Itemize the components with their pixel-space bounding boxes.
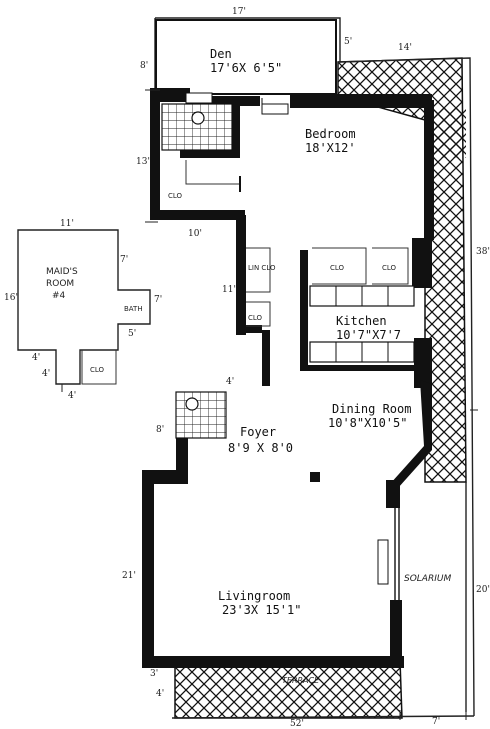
dim-maid-5: 5' — [128, 329, 136, 339]
dim-top-14: 14' — [398, 43, 412, 53]
den-dims: 17'6X 6'5" — [210, 61, 282, 75]
dim-foyer-4: 4' — [226, 377, 234, 387]
foyer: Foyer 8'9 X 8'0 — [228, 425, 320, 482]
lin-clo: LIN CLO — [248, 264, 276, 272]
clo-bedroom: CLO — [168, 192, 183, 200]
terrace-hatch-corner — [430, 108, 466, 158]
dim-foyer-8: 8' — [156, 425, 164, 435]
dim-maid-16: 16' — [4, 293, 18, 303]
maids-room-line3: #4 — [52, 291, 66, 301]
living-room: Livingroom 23'3X 15'1" — [218, 589, 301, 617]
dining-name: Dining Room — [332, 402, 411, 416]
living-dims: 23'3X 15'1" — [222, 603, 301, 617]
terrace-name: TERRACE — [282, 676, 320, 685]
hall-closets: LIN CLO CLO — [246, 247, 276, 327]
living-name: Livingroom — [218, 589, 290, 603]
clo-kitchen-2: CLO — [382, 264, 397, 272]
solarium-name: SOLARIUM — [404, 574, 451, 584]
den-name: Den — [210, 47, 232, 61]
clo-hall: CLO — [248, 314, 263, 322]
bedroom: Bedroom 18'X12' CLO — [168, 127, 430, 200]
bedroom-dims: 18'X12' — [305, 141, 356, 155]
dining-room: Dining Room 10'8"X10'5" — [328, 402, 411, 430]
foyer-dims: 8'9 X 8'0 — [228, 441, 293, 455]
dim-maid-7: 7' — [120, 255, 128, 265]
dim-bottom-52: 52' — [290, 719, 304, 729]
bedroom-name: Bedroom — [305, 127, 356, 141]
kitchen: CLO CLO Kitchen 10'7"X7'7 — [309, 247, 415, 363]
clo-maid: CLO — [90, 366, 105, 374]
solarium: SOLARIUM — [377, 508, 451, 600]
dim-living-21: 21' — [122, 571, 136, 581]
dim-top-17: 17' — [232, 7, 246, 17]
dim-maid-11: 11' — [60, 219, 74, 229]
foyer-bathroom — [175, 391, 227, 439]
kitchen-name: Kitchen — [336, 314, 387, 328]
clo-kitchen-1: CLO — [330, 264, 345, 272]
upper-bathroom — [161, 92, 289, 151]
terrace-outline — [154, 17, 475, 719]
maids-room: MAID'S ROOM #4 BATH CLO — [17, 229, 151, 385]
dimension-ticks — [61, 89, 478, 720]
dim-maid-bottom: 4' — [68, 391, 76, 401]
dim-hall-11: 11' — [222, 285, 236, 295]
den: Den 17'6X 6'5" — [155, 19, 337, 95]
dimension-labels: 17' 5' 14' 8' 13' 11' 7' 16' 7' 5' 4' 4'… — [4, 7, 490, 729]
dim-right-20: 20' — [476, 585, 490, 595]
bath-maid: BATH — [124, 305, 143, 313]
dining-dims: 10'8"X10'5" — [328, 416, 407, 430]
dim-right-38: 38' — [476, 247, 490, 257]
dim-left-13: 13' — [136, 157, 150, 167]
dim-maid-4b: 4' — [42, 369, 50, 379]
maids-room-line1: MAID'S — [46, 267, 78, 277]
terrace-hatch-south — [174, 659, 403, 719]
maids-room-line2: ROOM — [46, 279, 74, 289]
dim-maid-7b: 7' — [154, 295, 162, 305]
dim-left-8: 8' — [140, 61, 148, 71]
kitchen-dims: 10'7"X7'7 — [336, 328, 401, 342]
dim-hall-10: 10' — [188, 229, 202, 239]
foyer-name: Foyer — [240, 425, 276, 439]
dim-top-5: 5' — [344, 37, 352, 47]
dim-bottom-3: 3' — [150, 669, 158, 679]
dim-bottom-4: 4' — [156, 689, 164, 699]
dim-maid-4a: 4' — [32, 353, 40, 363]
dim-bottom-7: 7' — [432, 717, 440, 727]
